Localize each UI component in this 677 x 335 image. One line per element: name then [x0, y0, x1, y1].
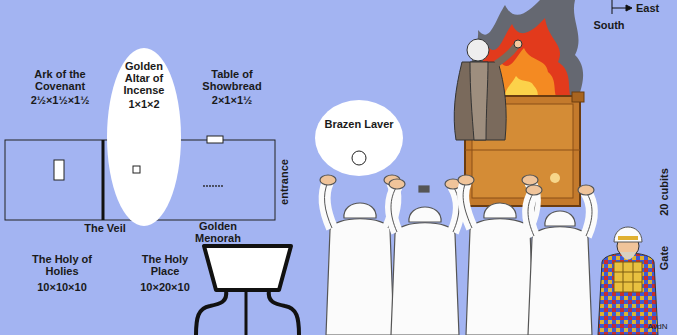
item-dimension: 2½×1½×1½: [20, 94, 100, 106]
entrance-label: entrance: [278, 159, 290, 205]
highlight-ellipse: Brazen Laver: [315, 100, 403, 176]
laver-plan-circle: [352, 151, 366, 165]
menorah-drawing: [196, 246, 299, 335]
high-priest: [598, 227, 658, 335]
room-name: The Holy of Holies: [26, 253, 98, 277]
compass-label: East: [636, 2, 659, 14]
compass: [612, 0, 632, 14]
veil-label: The Veil: [70, 222, 140, 234]
gate-label: Gate: [658, 246, 670, 270]
ellipse-outline: [315, 100, 403, 176]
item-name: Table of Showbread: [196, 68, 268, 92]
altar-plan-square: [133, 166, 140, 173]
item-name: Brazen Laver: [323, 118, 395, 130]
item-dimension: 1×1×2: [115, 98, 173, 110]
watermark: AvdN: [648, 322, 667, 331]
priests: [320, 175, 594, 335]
item-name: Golden Altar of Incense: [115, 60, 173, 96]
room-dimension: 10×10×10: [26, 281, 98, 293]
room-dimension: 10×20×10: [129, 281, 201, 293]
gate-dimension: 20 cubits: [658, 168, 670, 216]
item-dimension: 2×1×1½: [196, 94, 268, 106]
highlight-ellipse: Golden Altar of Incense 1×1×2: [107, 48, 181, 226]
priest-at-altar: [454, 39, 522, 140]
compass-label: South: [584, 19, 634, 31]
room-name: The Holy Place: [129, 253, 201, 277]
item-name: Golden Menorah: [186, 220, 250, 244]
item-name: Ark of the Covenant: [20, 68, 100, 92]
